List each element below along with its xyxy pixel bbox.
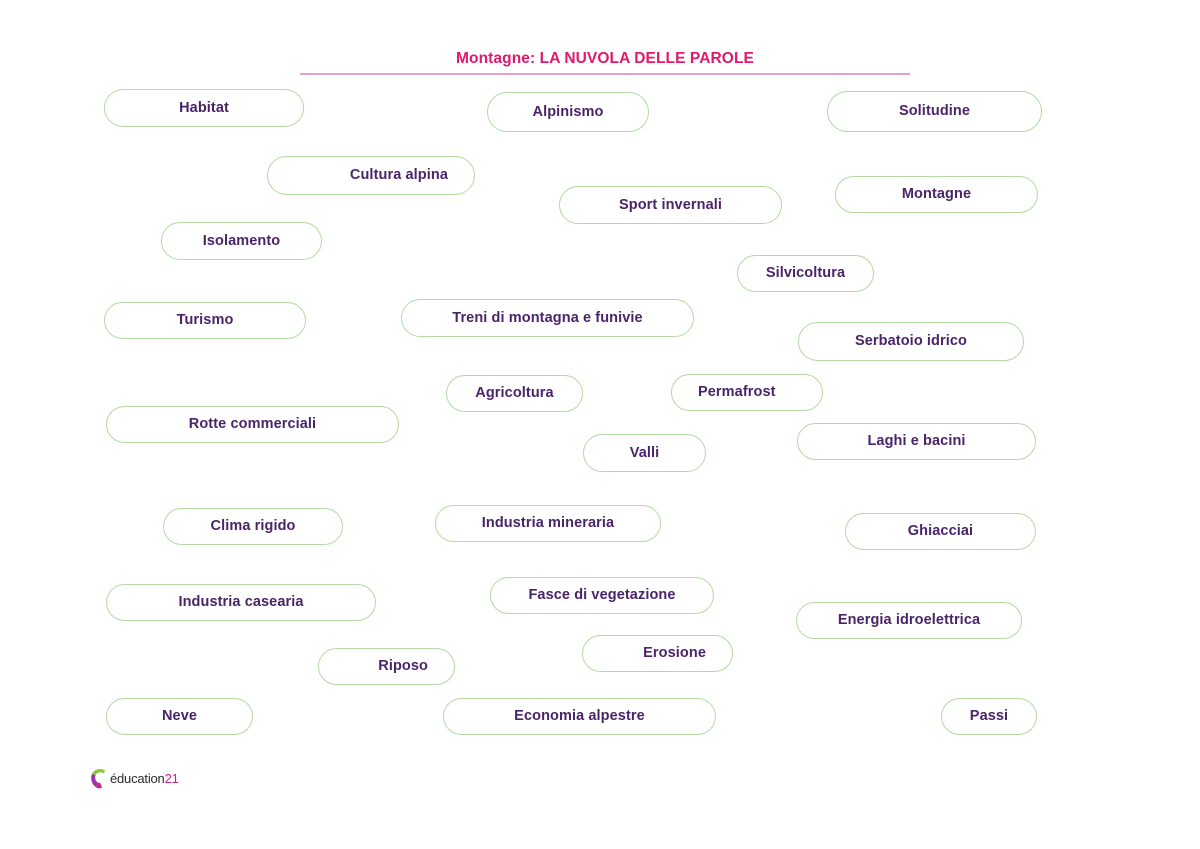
word-pill[interactable]: Fasce di vegetazione [490,577,714,614]
title-block: Montagne: LA NUVOLA DELLE PAROLE [300,50,910,76]
word-pill[interactable]: Treni di montagna e funivie [401,299,694,337]
word-pill[interactable]: Isolamento [161,222,322,260]
education21-logo-text: éducation21 [110,772,179,785]
word-pill-label: Industria mineraria [481,515,615,532]
word-pill[interactable]: Sport invernali [559,186,782,224]
word-pill[interactable]: Laghi e bacini [797,423,1036,460]
word-pill[interactable]: Industria casearia [106,584,376,621]
word-pill-label: Sport invernali [618,196,723,213]
word-pill-label: Permafrost [698,384,776,401]
word-pill-label: Serbatoio idrico [855,333,967,350]
word-pill-label: Ghiacciai [907,523,974,540]
word-pill[interactable]: Industria mineraria [435,505,661,542]
word-pill[interactable]: Passi [941,698,1037,735]
word-pill[interactable]: Riposo [318,648,455,685]
word-pill[interactable]: Turismo [104,302,306,339]
word-pill-label: Fasce di vegetazione [528,587,676,604]
word-pill-label: Turismo [176,312,234,329]
education21-logo-mark [91,768,105,789]
word-pill[interactable]: Clima rigido [163,508,343,545]
education21-logo: éducation21 [90,764,190,792]
word-pill[interactable]: Silvicoltura [737,255,874,292]
word-pill-label: Alpinismo [532,103,604,120]
word-pill-label: Cultura alpina [349,167,448,184]
word-pill-label: Rotte commerciali [188,416,317,433]
word-pill-label: Valli [629,444,660,461]
word-pill-label: Solitudine [898,103,971,120]
word-pill-label: Riposo [378,658,428,675]
logo-word-education: éducation [110,770,165,786]
word-pill[interactable]: Montagne [835,176,1038,213]
word-pill-label: Economia alpestre [514,708,645,725]
word-pill-label: Montagne [901,186,972,203]
word-pill[interactable]: Alpinismo [487,92,649,132]
word-pill-label: Energia idroelettrica [837,612,981,629]
word-pill[interactable]: Cultura alpina [267,156,475,195]
word-pill[interactable]: Energia idroelettrica [796,602,1022,639]
logo-word-21: 21 [164,770,179,786]
title-underline-rule [300,73,910,75]
word-pill-label: Neve [161,708,198,725]
word-pill[interactable]: Rotte commerciali [106,406,399,443]
word-pill[interactable]: Permafrost [671,374,823,411]
word-pill-label: Treni di montagna e funivie [452,309,643,326]
word-pill-label: Laghi e bacini [867,433,966,450]
word-pill-label: Erosione [643,645,706,662]
word-pill-label: Silvicoltura [765,265,846,282]
word-pill[interactable]: Erosione [582,635,733,672]
word-pill[interactable]: Ghiacciai [845,513,1036,550]
word-pill-label: Clima rigido [210,518,296,535]
word-pill-label: Passi [969,708,1009,725]
word-pill[interactable]: Serbatoio idrico [798,322,1024,361]
word-pill[interactable]: Valli [583,434,706,472]
page-title: Montagne: LA NUVOLA DELLE PAROLE [456,50,754,67]
word-pill-label: Agricoltura [475,385,554,402]
word-pill[interactable]: Neve [106,698,253,735]
word-pill[interactable]: Habitat [104,89,304,127]
word-pill-label: Habitat [179,99,229,116]
word-pill-label: Industria casearia [178,594,304,611]
word-pill[interactable]: Economia alpestre [443,698,716,735]
word-pill-label: Isolamento [202,232,281,249]
word-pill[interactable]: Solitudine [827,91,1042,132]
word-pill[interactable]: Agricoltura [446,375,583,412]
